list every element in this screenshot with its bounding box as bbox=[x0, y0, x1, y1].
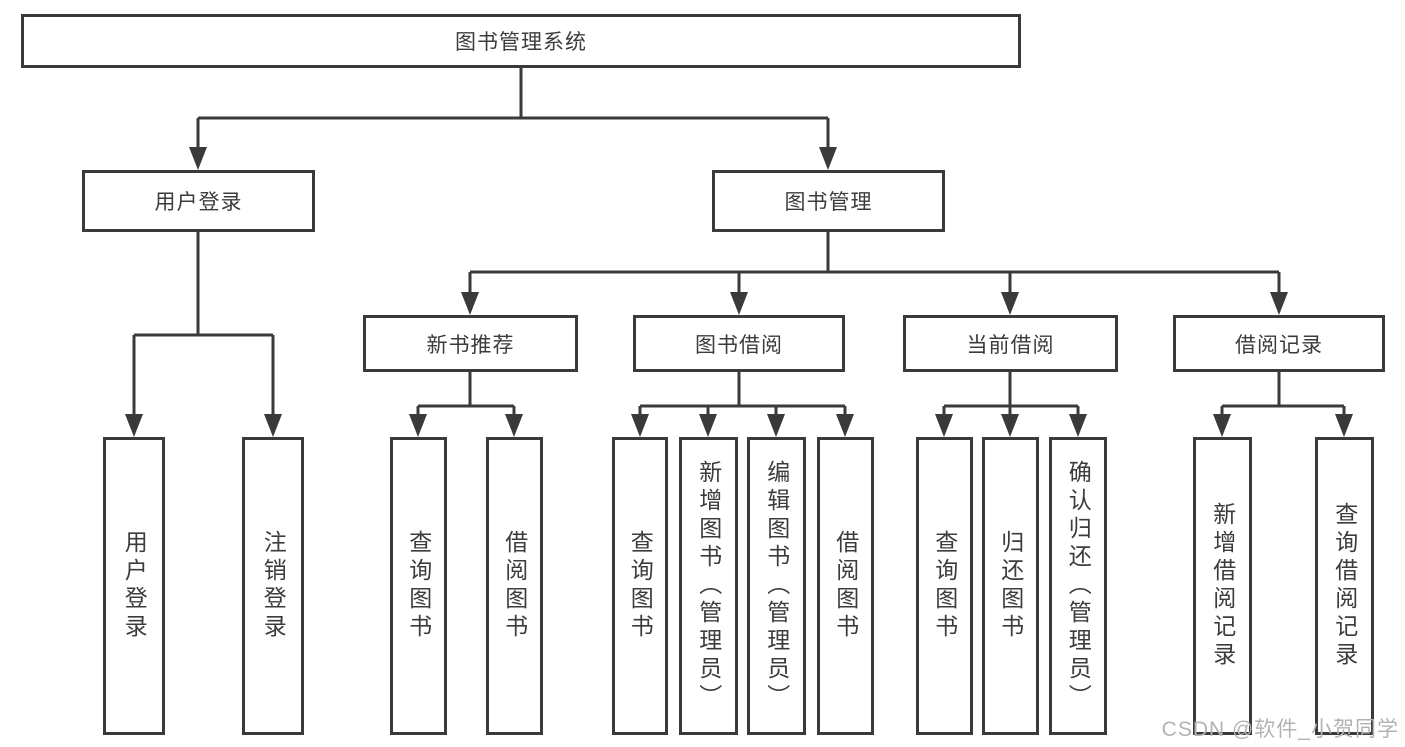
node-book-management: 图书管理 bbox=[712, 170, 945, 232]
leaf-confirm-return-admin: 确认归还（管理员） bbox=[1049, 437, 1107, 735]
leaf-borrow-books-2: 借阅图书 bbox=[817, 437, 874, 735]
node-book-management-label: 图书管理 bbox=[784, 191, 873, 214]
leaf-add-book-admin: 新增图书（管理员） bbox=[679, 437, 738, 735]
leaf-query-borrow-record: 查询借阅记录 bbox=[1315, 437, 1374, 735]
leaf-query-books-2-label: 查询图书 bbox=[627, 530, 654, 642]
node-borrow-records: 借阅记录 bbox=[1173, 315, 1385, 372]
node-root-label: 图书管理系统 bbox=[455, 31, 587, 54]
leaf-borrow-books-1: 借阅图书 bbox=[486, 437, 543, 735]
node-user-login: 用户登录 bbox=[82, 170, 315, 232]
connector-paths bbox=[132, 68, 1346, 421]
leaf-query-books-2: 查询图书 bbox=[612, 437, 668, 735]
leaf-return-books: 归还图书 bbox=[982, 437, 1039, 735]
leaf-logout-label: 注销登录 bbox=[260, 530, 287, 642]
leaf-user-login: 用户登录 bbox=[103, 437, 165, 735]
leaf-user-login-label: 用户登录 bbox=[121, 530, 148, 642]
leaf-logout: 注销登录 bbox=[242, 437, 304, 735]
leaf-query-books-3: 查询图书 bbox=[916, 437, 973, 735]
node-new-book-recommend-label: 新书推荐 bbox=[426, 333, 515, 357]
leaf-add-borrow-record-label: 新增借阅记录 bbox=[1209, 502, 1236, 670]
node-current-borrowing: 当前借阅 bbox=[903, 315, 1118, 372]
leaf-borrow-books-2-label: 借阅图书 bbox=[832, 530, 859, 642]
node-borrow-records-label: 借阅记录 bbox=[1235, 333, 1323, 357]
node-book-borrowing: 图书借阅 bbox=[633, 315, 845, 372]
leaf-query-books-3-label: 查询图书 bbox=[931, 530, 958, 642]
node-user-login-label: 用户登录 bbox=[154, 191, 243, 214]
leaf-confirm-return-admin-label: 确认归还（管理员） bbox=[1065, 460, 1092, 712]
leaf-edit-book-admin: 编辑图书（管理员） bbox=[747, 437, 806, 735]
leaf-query-books-1: 查询图书 bbox=[390, 437, 447, 735]
node-current-borrowing-label: 当前借阅 bbox=[966, 333, 1055, 357]
leaf-query-books-1-label: 查询图书 bbox=[405, 530, 432, 642]
node-new-book-recommend: 新书推荐 bbox=[363, 315, 578, 372]
leaf-add-borrow-record: 新增借阅记录 bbox=[1193, 437, 1252, 735]
leaf-query-borrow-record-label: 查询借阅记录 bbox=[1331, 502, 1358, 670]
leaf-return-books-label: 归还图书 bbox=[997, 530, 1024, 642]
node-root: 图书管理系统 bbox=[21, 14, 1021, 68]
leaf-edit-book-admin-label: 编辑图书（管理员） bbox=[763, 460, 790, 712]
node-book-borrowing-label: 图书借阅 bbox=[695, 333, 783, 357]
arrowheads bbox=[125, 147, 1353, 437]
leaf-add-book-admin-label: 新增图书（管理员） bbox=[695, 460, 722, 712]
csdn-watermark: CSDN @软件_小贺同学 bbox=[1161, 718, 1399, 741]
leaf-borrow-books-1-label: 借阅图书 bbox=[501, 530, 528, 642]
